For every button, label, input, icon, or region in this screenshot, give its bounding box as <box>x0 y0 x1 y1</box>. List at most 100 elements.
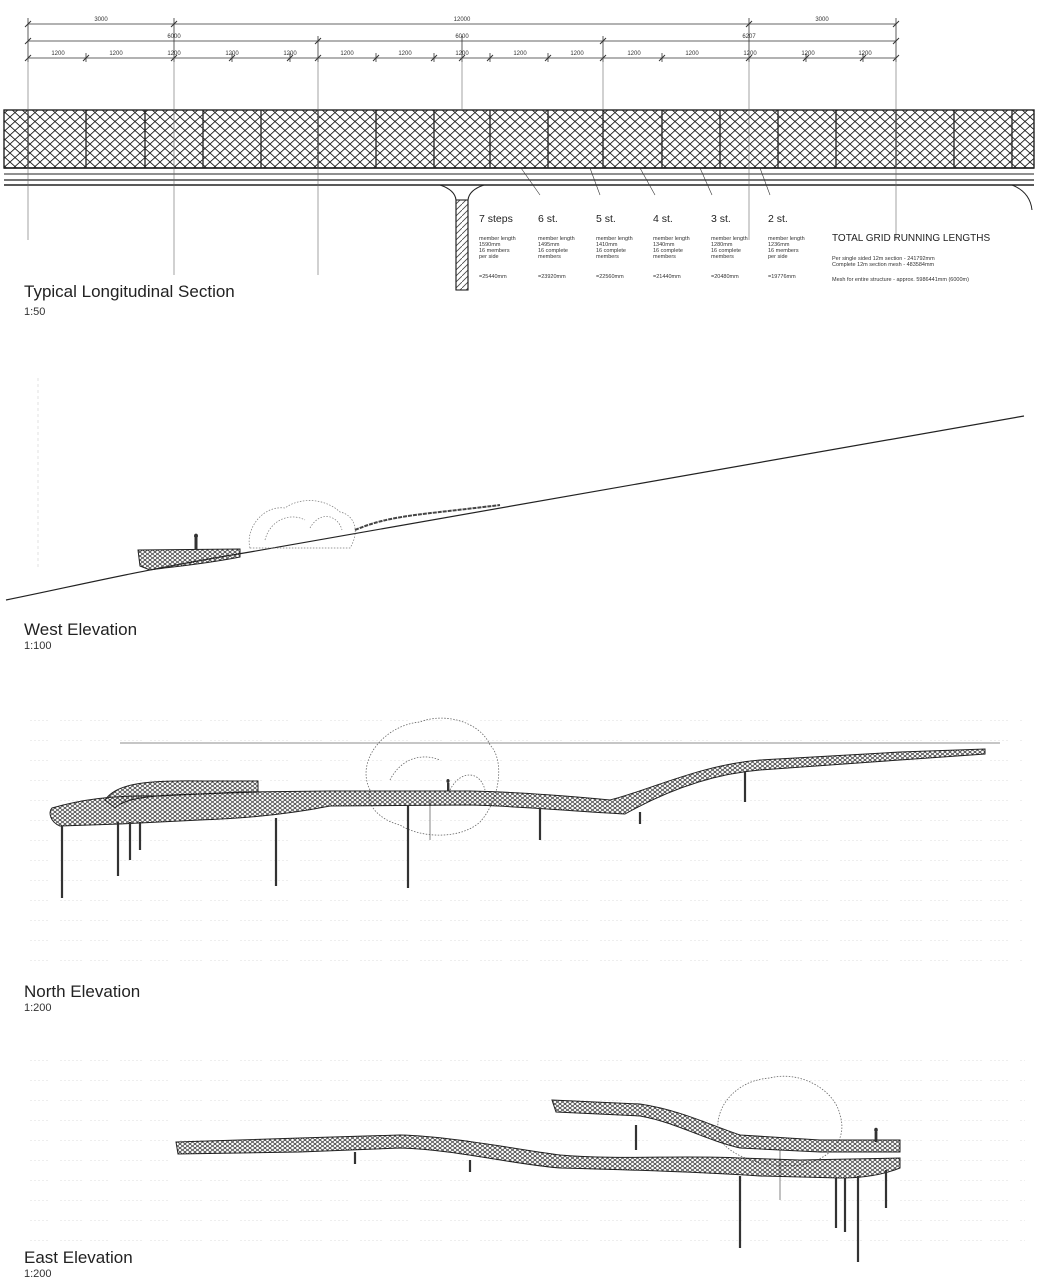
tree <box>365 717 500 840</box>
north-elevation <box>22 705 1022 965</box>
step-line: 16 members <box>768 248 799 254</box>
dim-row3-5: 1200 <box>340 51 354 57</box>
totals-heading: TOTAL GRID RUNNING LENGTHS <box>832 233 990 244</box>
longitudinal-section: 3000 12000 3000 6000 6000 6207 1200 1200… <box>3 17 1035 291</box>
step-line: per side <box>768 254 788 260</box>
dim-row3-3: 1200 <box>225 51 239 57</box>
step-total: =23920mm <box>538 274 566 280</box>
step-label: 6 st. <box>538 213 558 225</box>
step-total: =25440mm <box>479 274 507 280</box>
mesh-balustrade <box>3 109 1035 169</box>
step-line: 1340mm <box>653 242 675 248</box>
dim-row2-2: 6207 <box>742 34 756 40</box>
step-line: member length <box>596 236 633 242</box>
mesh-posts <box>27 110 1013 168</box>
step-label: 5 st. <box>596 213 616 225</box>
dim-row2-0: 6000 <box>167 34 181 40</box>
step-line: 16 complete <box>596 248 626 254</box>
dim-row3-0: 1200 <box>51 51 65 57</box>
step-total: =21440mm <box>653 274 681 280</box>
tree <box>248 500 356 549</box>
column-node <box>439 184 485 291</box>
supports <box>60 772 747 898</box>
step-line: per side <box>479 254 499 260</box>
grid-lines <box>27 58 897 275</box>
loop-mesh <box>104 780 259 809</box>
viewing-platform <box>137 548 241 571</box>
step-line: member length <box>538 236 575 242</box>
dim-row1-0: 3000 <box>94 17 108 23</box>
totals-line: Per single sided 12m section - 241792mm <box>832 256 935 262</box>
step-total: =22560mm <box>596 274 624 280</box>
step-line: 1495mm <box>538 242 560 248</box>
dim-row3-8: 1200 <box>513 51 527 57</box>
background-hatching <box>22 705 1022 965</box>
dimension-labels: 3000 12000 3000 6000 6000 6207 1200 1200… <box>51 17 872 57</box>
dim-row3-11: 1200 <box>685 51 699 57</box>
step-line: members <box>711 254 734 260</box>
walkway-mesh <box>49 748 986 827</box>
step-line: member length <box>653 236 690 242</box>
step-line: 16 complete <box>711 248 741 254</box>
step-annotations: 7 steps member length 1590mm 16 members … <box>479 213 990 283</box>
step-label: 4 st. <box>653 213 673 225</box>
step-5: 5 st. member length 1410mm 16 complete m… <box>596 213 633 280</box>
step-line: members <box>538 254 561 260</box>
dim-row3-1: 1200 <box>109 51 123 57</box>
leader-lines <box>520 167 771 196</box>
totals-line: Mesh for entire structure - approx. 5986… <box>832 277 969 283</box>
step-line: 16 complete <box>653 248 683 254</box>
dim-row3-12: 1200 <box>743 51 757 57</box>
person-figure <box>194 533 198 550</box>
step-label: 3 st. <box>711 213 731 225</box>
dim-row3-14: 1200 <box>858 51 872 57</box>
dim-row3-13: 1200 <box>801 51 815 57</box>
step-total: =20480mm <box>711 274 739 280</box>
dim-row3-6: 1200 <box>398 51 412 57</box>
step-3: 3 st. member length 1280mm 16 complete m… <box>711 213 748 280</box>
dim-row3-10: 1200 <box>627 51 641 57</box>
west-elevation <box>5 378 1025 601</box>
walkway-mesh <box>175 1134 901 1179</box>
section-scale: 1:50 <box>24 306 46 318</box>
dim-row3-2: 1200 <box>167 51 181 57</box>
dim-row3-7: 1200 <box>455 51 469 57</box>
section-title: West Elevation <box>24 620 138 639</box>
supports <box>353 1125 888 1262</box>
step-total: =19776mm <box>768 274 796 280</box>
step-line: 1236mm <box>768 242 790 248</box>
step-line: member length <box>479 236 516 242</box>
totals-block: TOTAL GRID RUNNING LENGTHS Per single si… <box>832 233 990 283</box>
upper-walkway-mesh <box>551 1099 901 1153</box>
totals-line: Complete 12m section mesh - 483584mm <box>832 262 935 268</box>
deck-lines <box>4 167 1034 211</box>
dim-row2-1: 6000 <box>455 34 469 40</box>
dim-row3-4: 1200 <box>283 51 297 57</box>
step-line: members <box>596 254 619 260</box>
section-scale: 1:200 <box>24 1268 52 1280</box>
dim-row1-2: 3000 <box>815 17 829 23</box>
step-line: 1280mm <box>711 242 733 248</box>
dim-row3-9: 1200 <box>570 51 584 57</box>
step-label: 7 steps <box>479 213 513 225</box>
step-line: member length <box>711 236 748 242</box>
step-7: 7 steps member length 1590mm 16 members … <box>479 213 516 280</box>
section-title: North Elevation <box>24 982 141 1001</box>
section-scale: 1:100 <box>24 640 52 652</box>
step-label: 2 st. <box>768 213 788 225</box>
east-elevation <box>25 1055 1025 1262</box>
section-scale: 1:200 <box>24 1002 52 1014</box>
person-figure <box>446 779 450 791</box>
step-4: 4 st. member length 1340mm 16 complete m… <box>653 213 690 280</box>
step-6: 6 st. member length 1495mm 16 complete m… <box>538 213 575 280</box>
step-line: 16 members <box>479 248 510 254</box>
step-line: 16 complete <box>538 248 568 254</box>
step-line: 1410mm <box>596 242 618 248</box>
step-2: 2 st. member length 1236mm 16 members pe… <box>768 213 805 280</box>
step-line: member length <box>768 236 805 242</box>
ground-line <box>5 415 1025 601</box>
section-title: East Elevation <box>24 1248 133 1267</box>
step-line: members <box>653 254 676 260</box>
section-title: Typical Longitudinal Section <box>24 282 235 301</box>
